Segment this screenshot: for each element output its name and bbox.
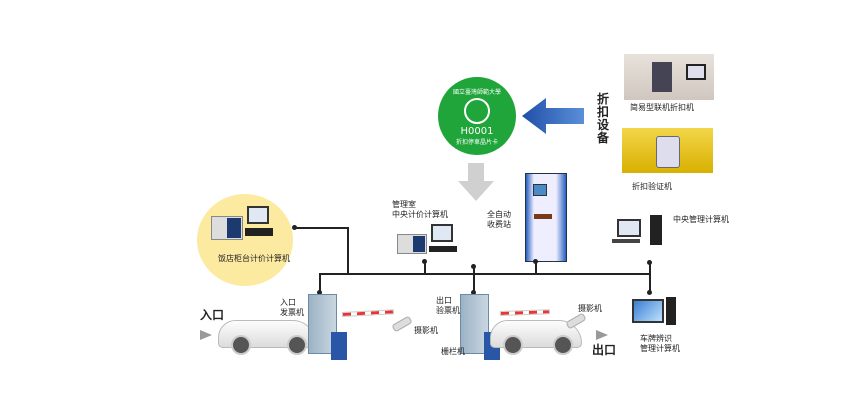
entry-ticket-machine-label: 入口 发票机 <box>280 298 304 317</box>
auto-pay-station-image <box>525 173 567 262</box>
plate-recognition-computer-label: 车牌辨识 管理计算机 <box>640 334 680 353</box>
gray-arrow-down-icon <box>458 163 494 201</box>
entry-barrier-arm <box>341 309 395 317</box>
card-top-text: 國立臺灣師範大學 <box>452 89 501 96</box>
exit-arrow-icon <box>596 330 608 340</box>
discount-equipment-title: 折扣设备 <box>597 92 610 145</box>
card-id: H0001 <box>460 126 494 137</box>
exit-barrier-arm <box>499 309 551 316</box>
entering-car-image <box>218 320 316 355</box>
simple-discount-machine-label: 简易型联机折扣机 <box>630 103 694 112</box>
barrier-label: 栅栏机 <box>441 347 465 356</box>
discount-verifier-label: 折扣验证机 <box>632 182 672 191</box>
camera-label-2: 摄影机 <box>578 304 602 313</box>
entrance-label: 入口 <box>200 308 225 322</box>
wheel-logo-icon <box>464 98 490 124</box>
exit-label: 出口 <box>592 343 617 357</box>
exit-ticket-machine-label: 出口 验票机 <box>436 296 460 315</box>
exit-ticket-machine-image <box>460 294 489 354</box>
blue-arrow-left-icon <box>522 98 584 134</box>
central-management-computer-icon <box>612 215 667 247</box>
discount-chip-card: 國立臺灣師範大學 H0001 折扣停車晶片卡 <box>438 77 516 155</box>
hotel-counter-highlight <box>197 194 293 286</box>
card-bottom-text: 折扣停車晶片卡 <box>455 139 498 146</box>
central-management-computer-label: 中央管理计算机 <box>673 215 729 224</box>
entrance-arrow-icon <box>200 330 212 340</box>
management-room-label: 管理室 中央计价计算机 <box>392 200 448 219</box>
network-bus <box>319 273 651 275</box>
plate-recognition-computer-icon <box>632 297 678 329</box>
auto-pay-station-label: 全自动 收费站 <box>487 210 511 229</box>
entry-barrier-gate <box>331 332 347 360</box>
discount-verifier-image <box>622 128 713 173</box>
simple-discount-machine-image <box>624 54 714 100</box>
hotel-counter-computer-label: 饭店柜台计价计算机 <box>218 254 290 263</box>
camera-label-1: 摄影机 <box>414 326 438 335</box>
central-pricing-computer-icon <box>397 222 459 256</box>
camera-icon <box>391 315 413 333</box>
entry-ticket-machine-image <box>308 294 337 354</box>
